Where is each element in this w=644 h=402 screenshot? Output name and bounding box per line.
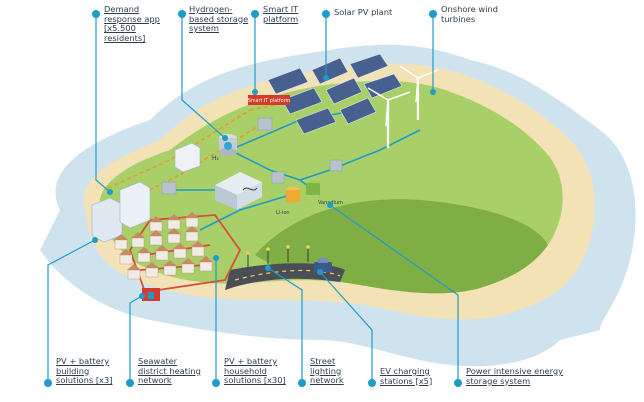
li-ion-battery: [286, 187, 300, 202]
road-marking: [234, 269, 341, 281]
leader-dot: [178, 10, 186, 18]
leader-dot: [44, 379, 52, 387]
label-line: storage system: [466, 375, 531, 386]
label-demand-response-app: Demand response app [x5.500 residents]: [104, 4, 160, 43]
wind-turbines: [367, 65, 439, 148]
leader-dot: [126, 379, 134, 387]
anchor-dots: [92, 75, 436, 299]
label-line: stations [x5]: [380, 375, 433, 386]
leader-dot: [212, 379, 220, 387]
label-line: platform: [263, 13, 299, 24]
label-line: Street: [310, 356, 336, 366]
label-line: Seawater: [138, 356, 178, 366]
label-line: residents]: [104, 32, 146, 43]
leader-dot: [298, 379, 306, 387]
label-line: network: [310, 375, 344, 386]
smart-it-sign-text: Smart IT platform: [248, 98, 291, 104]
leader-dot: [251, 10, 259, 18]
label-line: [x5.500: [104, 23, 136, 34]
leader-dot: [368, 379, 376, 387]
label-ev-charging: EV charging stations [x5]: [380, 366, 433, 386]
hydrogen-tanks: [219, 134, 237, 156]
label-line: district heating: [138, 365, 201, 376]
label-line: system: [189, 23, 219, 34]
label-line: solutions [x3]: [56, 375, 113, 386]
label-line: response app: [104, 13, 160, 24]
smart-it-sign: [248, 95, 290, 105]
leader-lines: [47, 14, 459, 383]
leader-dot: [454, 379, 462, 387]
apartment-buildings: [91, 142, 201, 243]
leader-dot: [322, 10, 330, 18]
label-onshore-wind: Onshore wind turbines: [441, 4, 499, 24]
leader-dot: [429, 10, 437, 18]
label-street-lighting: Street lighting network: [310, 356, 344, 386]
label-line: lighting: [310, 365, 342, 376]
label-line: based storage: [189, 13, 249, 24]
label-line: building: [56, 365, 90, 376]
label-hydrogen-storage: Hydrogen- based storage system: [189, 4, 249, 34]
label-pv-battery-household: PV + battery household solutions [x30]: [224, 356, 286, 386]
label-line: Onshore wind: [441, 4, 499, 14]
label-solar-pv-plant: Solar PV plant: [334, 7, 393, 18]
label-power-storage: Power intensive energy storage system: [466, 366, 564, 386]
label-pv-battery-building: PV + battery building solutions [x3]: [56, 356, 113, 386]
label-line: Demand: [104, 4, 140, 14]
li-ion-tag: Li-ion: [276, 210, 290, 216]
vanadium-battery: [306, 180, 320, 195]
label-line: Smart IT: [263, 4, 299, 14]
h2-tag: H₂: [212, 155, 220, 162]
label-line: EV charging: [380, 366, 430, 376]
leader-dot: [92, 10, 100, 18]
solar-field: [267, 53, 403, 135]
converter-unit: [215, 172, 262, 210]
label-line: household: [224, 365, 267, 376]
label-smart-it-platform: Smart IT platform: [263, 4, 299, 24]
label-seawater-heating: Seawater district heating network: [138, 356, 201, 386]
street-lights: [246, 245, 310, 268]
label-line: Solar PV plant: [334, 7, 393, 17]
label-line: PV + battery: [224, 356, 278, 366]
substations: [161, 117, 343, 195]
heat-pump-house: [142, 288, 160, 301]
label-line: Power intensive energy: [466, 366, 564, 376]
label-line: Hydrogen-: [189, 4, 233, 14]
house-roofs: [114, 212, 213, 270]
label-line: turbines: [441, 13, 476, 24]
label-line: solutions [x30]: [224, 375, 286, 386]
label-line: PV + battery: [56, 356, 110, 366]
label-line: network: [138, 375, 172, 386]
